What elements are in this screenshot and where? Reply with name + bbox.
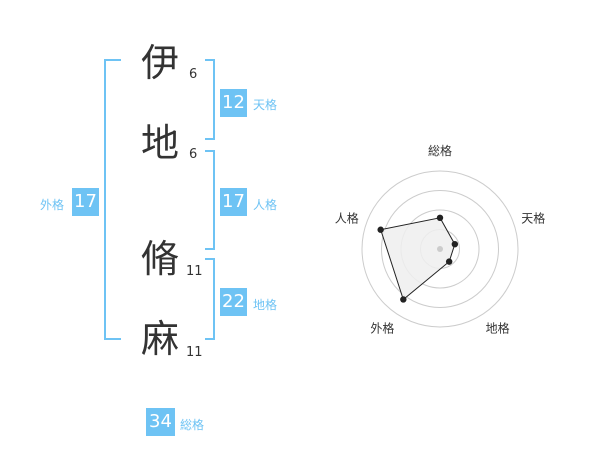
chikaku-value: 22 <box>220 288 247 316</box>
radar-axis-label-1: 天格 <box>521 211 545 226</box>
name-char-4: 麻 <box>141 317 180 361</box>
radar-point-3 <box>400 296 407 303</box>
tenkaku-bracket-top <box>205 59 215 61</box>
tenkaku-bracket-bottom <box>205 138 215 140</box>
radar-center-dot <box>437 246 443 252</box>
jinkaku-bracket-top <box>205 150 215 152</box>
stroke-count-3: 11 <box>186 264 203 279</box>
radar-point-4 <box>377 226 384 233</box>
radar-axis-label-3: 外格 <box>370 320 394 335</box>
radar-point-2 <box>445 258 453 265</box>
soukaku-label: 総格 <box>180 418 205 432</box>
soukaku-value: 34 <box>146 408 175 436</box>
radar-ring <box>361 170 519 328</box>
chikaku-bracket <box>213 258 215 340</box>
radar-axis-label-0: 総格 <box>428 143 452 158</box>
gaikaku-label: 外格 <box>40 198 65 212</box>
radar-point-0 <box>436 214 444 221</box>
stroke-count-2: 6 <box>189 147 198 162</box>
gaikaku-value: 17 <box>72 188 99 216</box>
gaikaku-bracket-top <box>104 59 121 61</box>
radar-point-1 <box>451 240 459 248</box>
stroke-count-4: 11 <box>186 345 203 360</box>
chikaku-bracket-bottom <box>205 338 215 340</box>
jinkaku-bracket <box>213 150 215 250</box>
radar-axis-label-2: 地格 <box>486 320 510 335</box>
tenkaku-bracket <box>213 59 215 140</box>
radar-shape <box>380 217 456 301</box>
jinkaku-value: 17 <box>220 188 247 216</box>
name-char-2: 地 <box>141 121 180 165</box>
chikaku-bracket-top <box>205 258 215 260</box>
stroke-count-1: 6 <box>189 67 198 82</box>
name-char-1: 伊 <box>141 41 180 85</box>
gaikaku-bracket <box>104 59 106 340</box>
chikaku-label: 地格 <box>253 298 278 312</box>
tenkaku-label: 天格 <box>253 98 278 112</box>
jinkaku-bracket-bottom <box>205 248 215 250</box>
tenkaku-value: 12 <box>220 89 247 117</box>
radar-axis-label-4: 人格 <box>335 211 359 226</box>
radar-ring <box>381 190 499 308</box>
name-char-3: 脩 <box>141 237 180 281</box>
gaikaku-bracket-bottom <box>104 338 121 340</box>
jinkaku-label: 人格 <box>253 198 278 212</box>
